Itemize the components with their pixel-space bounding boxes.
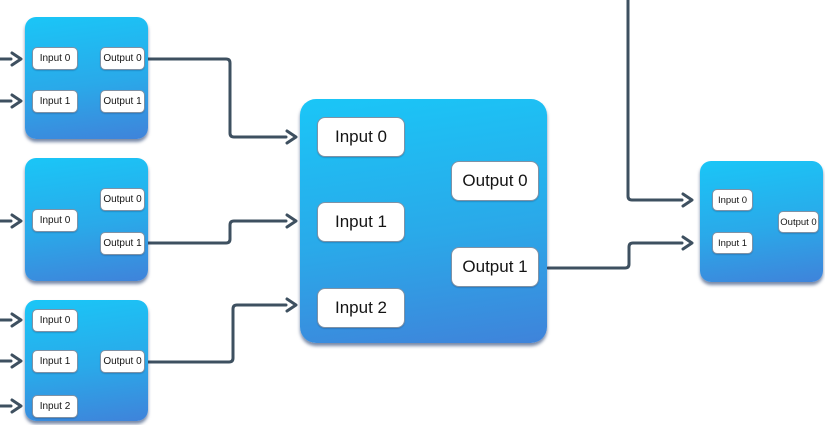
- port-input-1[interactable]: Input 1: [712, 232, 753, 254]
- node-sink[interactable]: Input 0 Output 0 Input 1: [700, 161, 823, 282]
- node-central[interactable]: Input 0 Output 0 Input 1 Output 1 Input …: [300, 99, 547, 343]
- port-input-1[interactable]: Input 1: [317, 202, 405, 242]
- arrowhead-icon: [10, 312, 23, 328]
- edge-source3-to-central-input2[interactable]: [146, 303, 288, 364]
- edge-source2-to-central-input1[interactable]: [146, 219, 288, 245]
- arrowhead-icon: [285, 129, 298, 145]
- port-output-0[interactable]: Output 0: [100, 47, 145, 70]
- port-input-0[interactable]: Input 0: [712, 189, 753, 211]
- arrowhead-icon: [285, 297, 298, 313]
- edge-source1-to-central-input0[interactable]: [146, 57, 288, 139]
- edge-central-to-sink-input1[interactable]: [546, 241, 684, 270]
- port-output-0[interactable]: Output 0: [100, 350, 145, 373]
- arrowhead-icon: [285, 213, 298, 229]
- port-input-1[interactable]: Input 1: [32, 90, 78, 113]
- arrowhead-icon: [10, 51, 23, 67]
- arrowhead-icon: [10, 353, 23, 369]
- node-source-1[interactable]: Input 0 Input 1 Output 0 Output 1: [25, 17, 148, 139]
- arrowhead-icon: [10, 213, 23, 229]
- port-output-1[interactable]: Output 1: [100, 90, 145, 113]
- edge-offscreen-to-sink-input0[interactable]: [626, 0, 684, 202]
- connector-group: [0, 0, 694, 414]
- port-output-1[interactable]: Output 1: [100, 232, 145, 255]
- port-input-0[interactable]: Input 0: [32, 209, 78, 232]
- port-input-0[interactable]: Input 0: [32, 47, 78, 70]
- port-output-0[interactable]: Output 0: [451, 161, 539, 201]
- port-input-1[interactable]: Input 1: [32, 350, 78, 373]
- arrowhead-icon: [681, 235, 694, 251]
- port-input-0[interactable]: Input 0: [32, 309, 78, 332]
- port-output-1[interactable]: Output 1: [451, 247, 539, 287]
- port-input-2[interactable]: Input 2: [32, 395, 78, 418]
- port-output-0[interactable]: Output 0: [100, 188, 145, 211]
- arrowhead-icon: [10, 93, 23, 109]
- node-source-3[interactable]: Input 0 Input 1 Output 0 Input 2: [25, 300, 148, 421]
- port-input-2[interactable]: Input 2: [317, 288, 405, 328]
- arrowhead-icon: [10, 398, 23, 414]
- port-input-0[interactable]: Input 0: [317, 117, 405, 157]
- port-output-0[interactable]: Output 0: [778, 211, 819, 233]
- node-source-2[interactable]: Output 0 Input 0 Output 1: [25, 158, 148, 281]
- arrowhead-icon: [681, 192, 694, 208]
